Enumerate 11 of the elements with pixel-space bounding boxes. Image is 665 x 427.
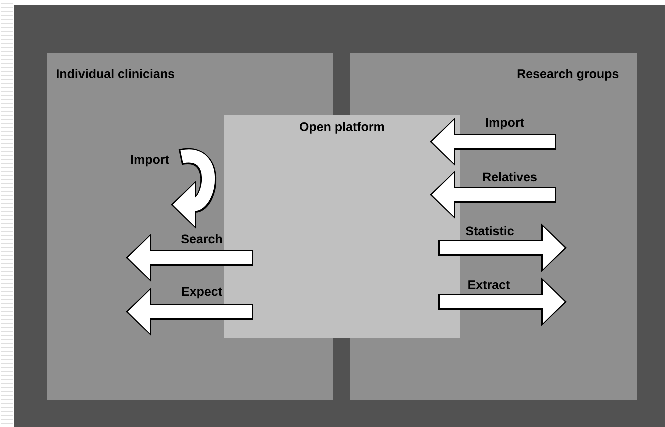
panel-title: Individual clinicians: [57, 69, 174, 78]
arrow-label: Import: [486, 118, 524, 130]
arrow-label: Extract: [468, 280, 510, 290]
arrow-label: Search: [182, 234, 222, 244]
arrow-label: Import: [131, 155, 170, 167]
arrow-label: Statistic: [466, 226, 514, 236]
arrow-label: Relatives: [483, 172, 537, 182]
panel-title: Open platform: [300, 122, 384, 134]
panel-title: Research groups: [518, 69, 619, 81]
arrow-label: Expect: [182, 287, 222, 299]
platform-box: [224, 115, 460, 338]
